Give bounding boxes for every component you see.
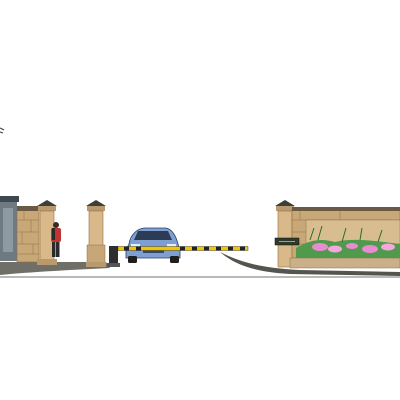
barrier-arm [117, 246, 249, 251]
stray-marks [0, 127, 5, 134]
stone-pillar-left-2 [86, 200, 106, 267]
person [51, 222, 61, 257]
left-stone-wall [16, 206, 40, 263]
car [125, 227, 181, 263]
road-curb-right [220, 252, 400, 276]
barrier-post [107, 246, 120, 267]
flower-bed [289, 225, 400, 269]
road-curb-left [0, 262, 110, 275]
guard-booth [0, 196, 19, 261]
name-plaque [274, 237, 300, 246]
